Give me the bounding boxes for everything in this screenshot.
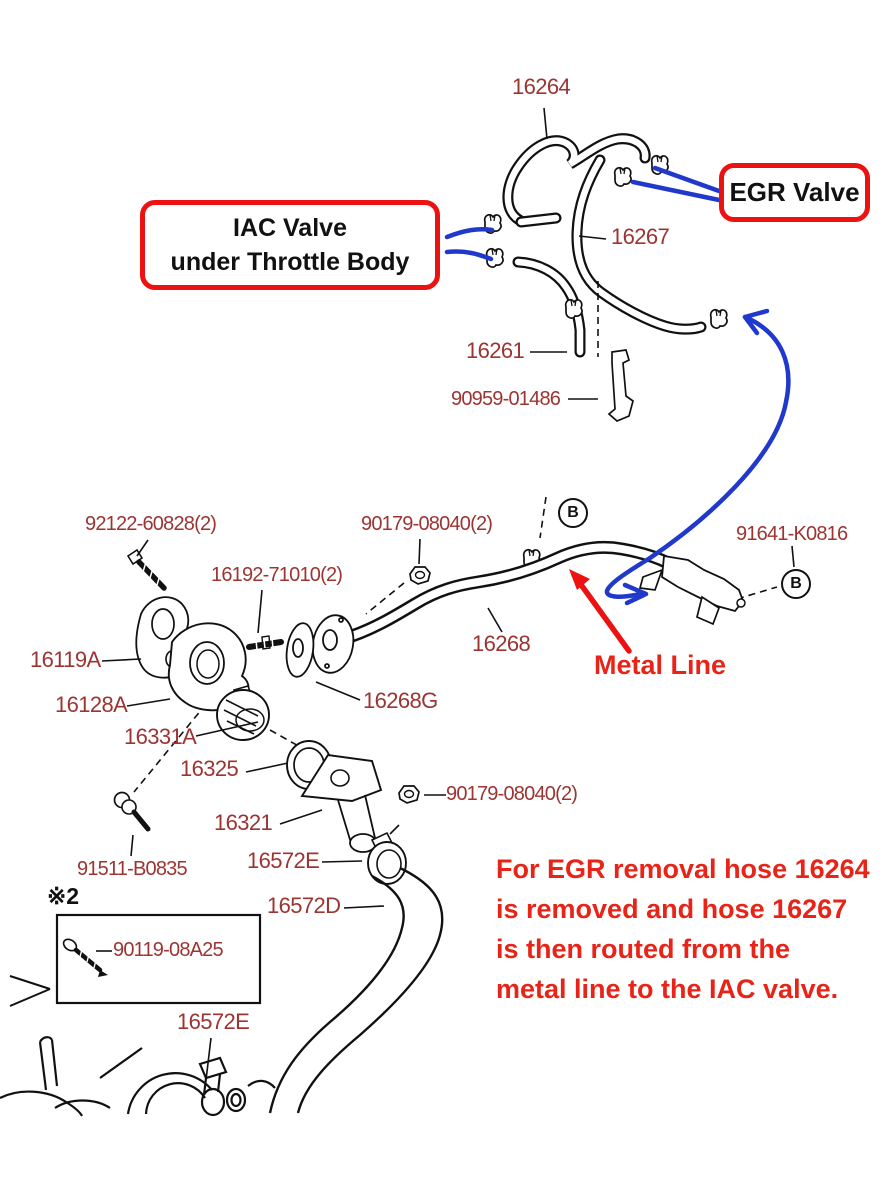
bolt-91511-art — [113, 791, 151, 832]
circled-b-symbol-2: B — [781, 569, 811, 599]
part-label-16331a: 16331A — [124, 724, 197, 749]
metal-line-annotation: Metal Line — [594, 650, 727, 680]
part-label-91511-b0835: 91511-B0835 — [77, 858, 188, 880]
part-label-16267: 16267 — [611, 224, 670, 249]
egr-removal-note: For EGR removal hose 16264 is removed an… — [496, 849, 888, 1009]
part-label-16268g: 16268G — [363, 688, 438, 713]
hose-16261-art — [512, 256, 586, 358]
part-label-90959-01486: 90959-01486 — [451, 388, 561, 410]
blue-reroute-arrow — [604, 308, 791, 606]
hose-16264-art — [502, 133, 651, 228]
part-label-16325: 16325 — [180, 756, 239, 781]
metal-line-arrow — [569, 569, 632, 654]
screw-90119-art — [62, 938, 108, 977]
leader-lines — [96, 107, 795, 1081]
egr-valve-callout-label: EGR Valve — [729, 177, 860, 207]
thermostat-16331a-art — [216, 685, 270, 741]
note-line-3: is then routed from the — [496, 934, 791, 964]
part-label-16119a: 16119A — [30, 647, 101, 672]
iac-valve-callout-line2: under Throttle Body — [170, 248, 410, 276]
part-label-92122-60828: 92122-60828(2) — [85, 513, 217, 535]
reference-mark-2: ※2 — [47, 883, 80, 909]
part-label-16192-71010: 16192-71010(2) — [211, 564, 343, 586]
part-label-16261: 16261 — [466, 338, 525, 363]
housing-16321-art — [300, 753, 383, 853]
note-line-1: For EGR removal hose 16264 — [496, 854, 870, 884]
stud-16192-art — [246, 635, 284, 651]
metal-line-16268-art — [333, 540, 746, 643]
part-label-91641-k0816: 91641-K0816 — [736, 523, 848, 545]
part-label-90179-bot: 90179-08040(2) — [446, 783, 578, 805]
bolt-92122-art — [126, 548, 167, 591]
part-label-16572d: 16572D — [267, 893, 341, 918]
iac-valve-callout-box: IAC Valve under Throttle Body — [140, 200, 440, 290]
pipe-flange-gaskets — [285, 614, 355, 678]
reference-box — [9, 913, 262, 1007]
note-line-2: is removed and hose 16267 — [496, 894, 848, 924]
part-label-16572e-up: 16572E — [247, 848, 320, 873]
note-line-4: metal line to the IAC valve. — [496, 974, 839, 1004]
egr-valve-callout-box: EGR Valve — [719, 163, 870, 222]
circled-b-symbol-1: B — [558, 498, 588, 528]
bracket-90959-art — [607, 349, 634, 422]
part-label-90179-top: 90179-08040(2) — [361, 513, 493, 535]
part-label-16268: 16268 — [472, 631, 531, 656]
part-label-16572e-low: 16572E — [177, 1009, 250, 1034]
part-label-16128a: 16128A — [55, 692, 128, 717]
part-label-90119-08a25: 90119-08A25 — [113, 939, 224, 961]
hose-16572d-art — [268, 866, 444, 1114]
hose-16267-art — [571, 154, 707, 335]
engine-bottom-art — [0, 1036, 276, 1117]
part-label-16264: 16264 — [512, 74, 571, 99]
part-label-16321: 16321 — [214, 810, 273, 835]
iac-valve-callout-line1: IAC Valve — [233, 214, 347, 242]
clamp-16572e-upper-art — [367, 824, 407, 885]
blue-pointer-lines — [444, 165, 722, 262]
